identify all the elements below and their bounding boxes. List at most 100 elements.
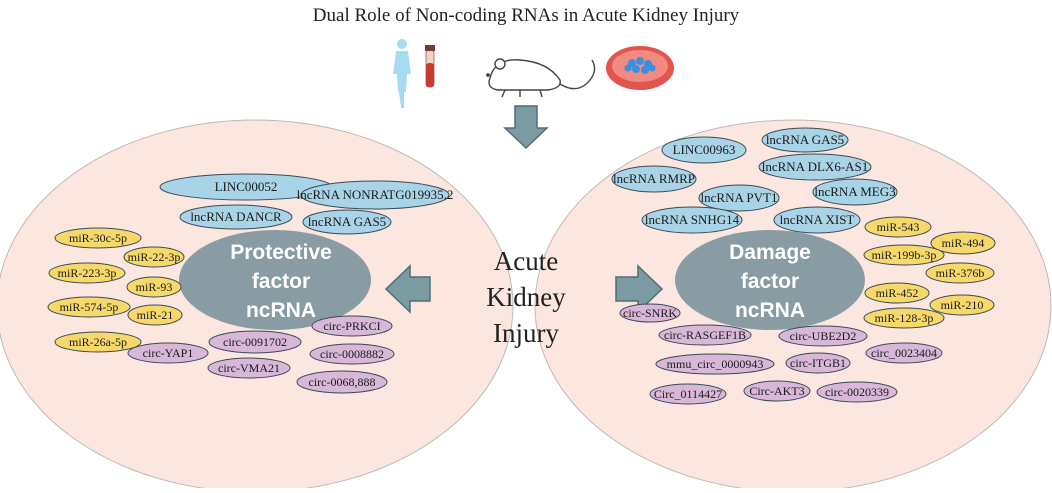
protective-circrna-circ-0008882: circ-0008882 [309,343,395,365]
left-arrow-icon [384,264,431,314]
lncrna-pill [302,209,392,235]
protective-mirna-mir-26a-5p: miR-26a-5p [54,331,142,353]
damage-core-line: Damage [729,241,811,264]
damage-lncrna-lncrna-gas5: lncRNA GAS5 [761,127,849,153]
protective-core [179,230,371,330]
mirna-pill [126,276,182,298]
lncrna-pill [179,204,293,230]
protective-lncrna-lncrna-gas5: lncRNA GAS5 [302,209,392,235]
damage-circrna-circ-0023404: circ_0023404 [865,342,943,364]
lncrna-pill [773,206,861,234]
damage-lncrna-lncrna-xist: lncRNA XIST [773,206,861,234]
cell-culture-dish-icon [606,46,674,90]
mirna-pill [864,282,930,304]
mirna-pill [47,296,131,318]
mirna-pill [864,216,932,238]
damage-circrna-circ-snrk: circ-SNRK [619,303,681,323]
mirna-pill [863,307,945,329]
down-arrow-icon [503,105,549,150]
mirna-label: miR-22-3p [128,250,181,264]
mirna-label: miR-210 [941,298,984,312]
circrna-pill [785,352,851,374]
circrna-label: circ-PRKCI [323,319,380,333]
protective-circrna-circ-vma21: circ-VMA21 [207,357,291,379]
circrna-label: circ-0091702 [223,335,287,349]
damage-lncrna-lncrna-dlx6-as1: lncRNA DLX6-AS1 [758,153,872,181]
lncrna-label: lncRNA SNHG14 [645,212,740,227]
circrna-pill [743,380,811,402]
mirna-pill [54,331,142,353]
circrna-label: circ-SNRK [623,306,677,320]
circrna-label: circ-UBE2D2 [790,329,857,343]
right-arrow-icon [615,264,664,314]
damage-circrna-circ-akt3: Circ-AKT3 [743,380,811,402]
lncrna-label: lncRNA GAS5 [308,214,386,229]
circrna-label: Circ_0114427 [654,387,722,401]
mirna-pill [48,262,126,284]
mouse-icon [486,58,596,98]
circrna-label: circ-0020339 [825,385,889,399]
circrna-label: circ-0008882 [320,347,384,361]
circrna-pill [296,370,388,394]
protective-core-line: Protective [230,241,332,264]
circrna-label: Circ-AKT3 [749,384,804,398]
protective-lncrna-lncrna-dancr: lncRNA DANCR [179,204,293,230]
lncrna-pill [300,180,450,210]
lncrna-label: LINC00963 [673,142,736,157]
damage-mirna-mir-199b-3p: miR-199b-3p [863,244,945,266]
lncrna-pill [611,165,697,193]
circrna-pill [865,342,943,364]
lncrna-pill [761,127,849,153]
human-with-blood-tube-icon [393,39,435,108]
circrna-label: circ-RASGEF1B [664,328,746,342]
protective-lncrna-lncrna-nonratg019935-2: lncRNA NONRATG019935.2 [297,180,454,210]
ncrna-labels: LINC00052 lncRNA NONRATG019935.2 lncRNA DA… [47,127,996,405]
lncrna-pill [812,178,898,206]
mirna-label: miR-21 [137,308,174,322]
protective-circrna-circ-0091702: circ-0091702 [208,330,302,354]
circrna-pill [655,353,775,375]
mirna-label: miR-376b [936,266,985,280]
circrna-pill [649,383,727,405]
mirna-label: miR-543 [877,220,920,234]
diagram-title: Dual Role of Non-coding RNAs in Acute Ki… [313,5,740,26]
mirna-pill [925,262,995,284]
mirna-pill [54,227,142,249]
damage-circrna-circ-ube2d2: circ-UBE2D2 [778,325,868,347]
mirna-pill [930,231,996,255]
mirna-pill [863,244,945,266]
mirna-label: miR-494 [942,236,985,250]
damage-lncrna-linc00963: LINC00963 [661,136,747,164]
lncrna-label: lncRNA XIST [780,212,855,227]
circrna-label: circ-ITGB1 [790,356,846,370]
lncrna-label: lncRNA NONRATG019935.2 [297,187,454,202]
mirna-label: miR-26a-5p [69,335,127,349]
damage-lncrna-lncrna-rmrp: lncRNA RMRP [611,165,697,193]
lncrna-label: lncRNA MEG3 [814,184,895,199]
lncrna-label: LINC00052 [215,179,278,194]
mirna-label: miR-30c-5p [69,231,127,245]
damage-core-line: factor [741,270,799,293]
damage-lncrna-lncrna-pvt1: lncRNA PVT1 [698,184,780,212]
damage-mirna-mir-376b: miR-376b [925,262,995,284]
circrna-label: circ-VMA21 [218,361,280,375]
lncrna-pill [641,206,743,234]
circrna-pill [816,381,898,403]
center-label-line: Kidney [486,282,566,312]
mirna-label: miR-199b-3p [872,248,937,262]
protective-circrna-circ-0068-888: circ-0068,888 [296,370,388,394]
circrna-pill [619,303,681,323]
protective-circrna-circ-prkci: circ-PRKCI [311,315,393,337]
lncrna-label: lncRNA PVT1 [701,190,778,205]
damage-core-line: ncRNA [735,299,805,322]
damage-lncrna-lncrna-snhg14: lncRNA SNHG14 [641,206,743,234]
damage-circrna-circ-itgb1: circ-ITGB1 [785,352,851,374]
mirna-label: miR-223-3p [58,266,117,280]
damage-mirna-mir-128-3p: miR-128-3p [863,307,945,329]
damage-lncrna-lncrna-meg3: lncRNA MEG3 [812,178,898,206]
circrna-pill [658,324,752,346]
circrna-pill [309,343,395,365]
damage-mirna-mir-494: miR-494 [930,231,996,255]
protective-circrna-circ-yap1: circ-YAP1 [127,342,209,364]
